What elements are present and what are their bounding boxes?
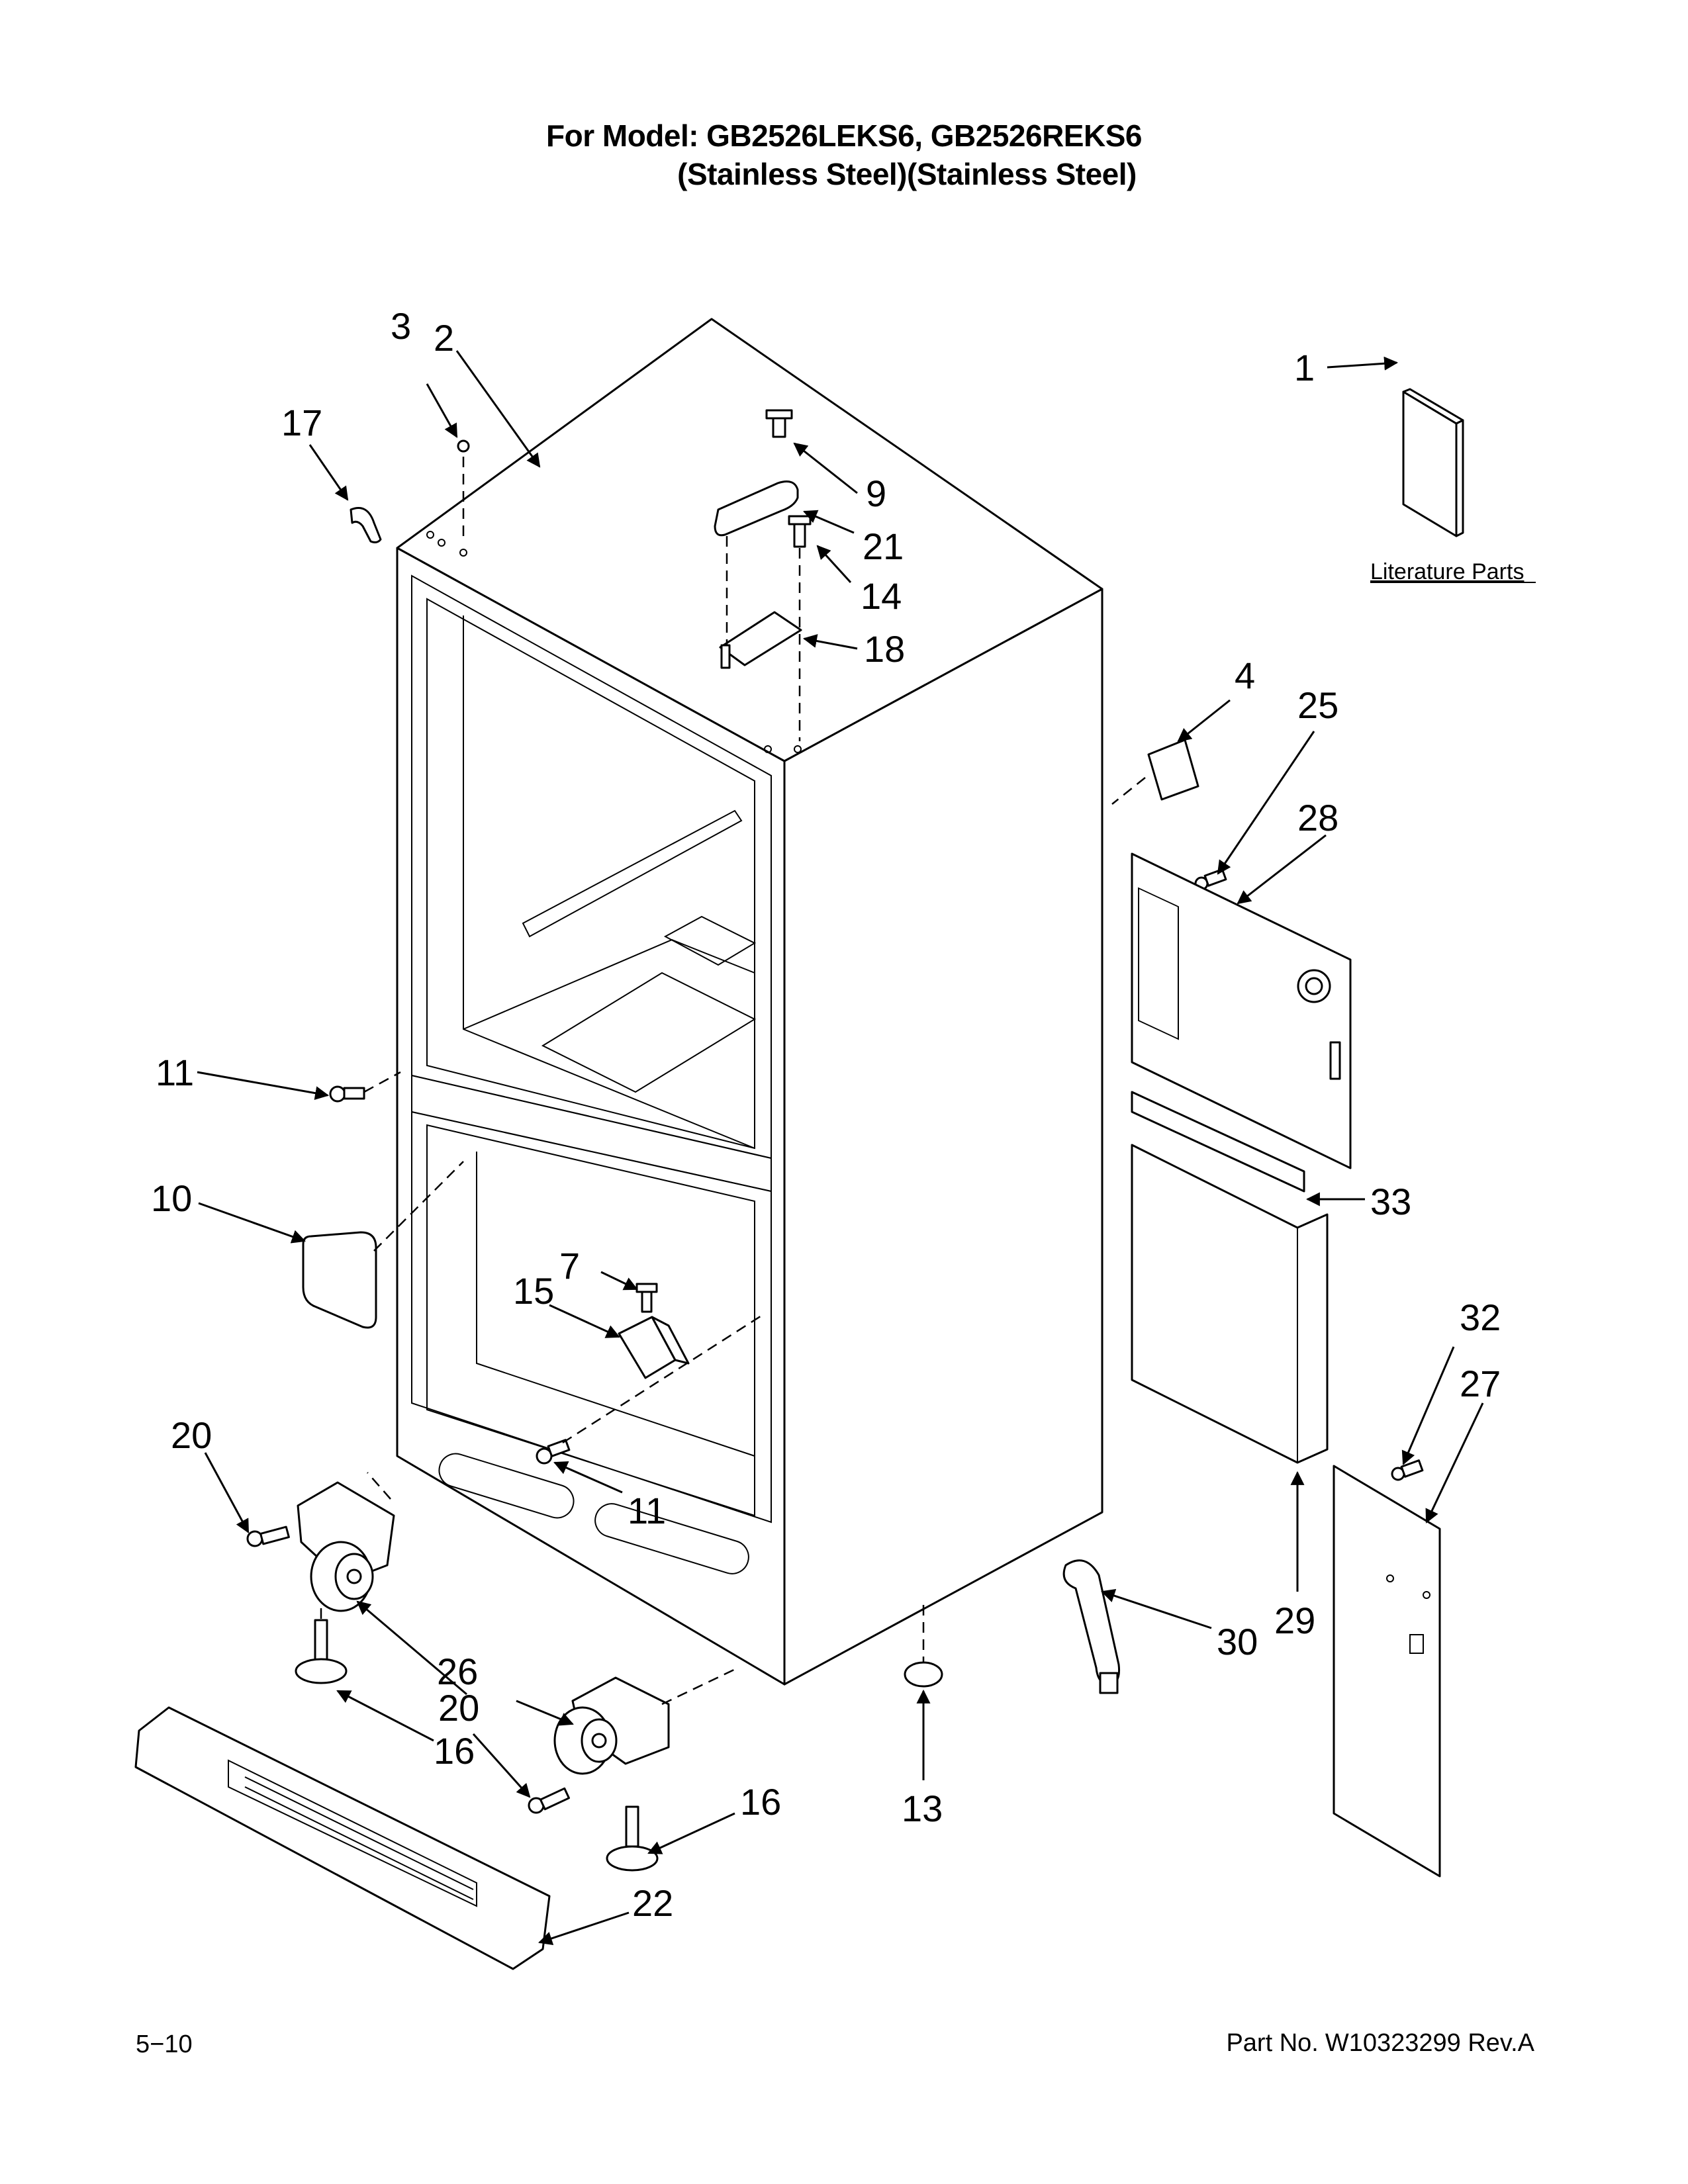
finish-line: (Stainless Steel)(Stainless Steel) <box>677 157 1137 191</box>
refrigerator-cabinet <box>396 318 1103 1686</box>
top-hinge-assembly <box>714 409 812 741</box>
callout-16-left: 16 <box>434 1730 475 1772</box>
part-number-footer: Part No.W10323299 Rev.A <box>1226 2029 1534 2058</box>
callout-1: 1 <box>1294 347 1315 388</box>
callout-26: 26 <box>437 1651 478 1692</box>
callout-27: 27 <box>1460 1363 1501 1404</box>
back-panel-part-27 <box>1333 1465 1441 1878</box>
callout-16-right: 16 <box>740 1781 781 1823</box>
callout-33: 33 <box>1370 1181 1411 1222</box>
callout-numbers: 1 2 3 4 7 9 10 11 11 13 14 15 16 16 17 1… <box>151 305 1501 1924</box>
screw-part-3 <box>457 439 470 543</box>
trim-strip-part-33 <box>1131 1091 1305 1193</box>
callout-32: 32 <box>1460 1297 1501 1338</box>
callout-11-lower: 11 <box>628 1490 666 1531</box>
screw-part-20-right <box>528 1787 571 1814</box>
callout-11-upper: 11 <box>156 1052 194 1093</box>
callout-28: 28 <box>1297 797 1338 839</box>
callout-7: 7 <box>559 1245 580 1287</box>
callout-20-left: 20 <box>171 1414 212 1456</box>
diagram-header: For Model:GB2526LEKS6, GB2526REKS6 (Stai… <box>0 118 1688 192</box>
screw-part-20-left <box>246 1525 290 1547</box>
callout-21: 21 <box>863 525 904 567</box>
access-panel-part-28 <box>1131 852 1352 1169</box>
callout-17: 17 <box>281 402 322 443</box>
screw-part-11-lower <box>536 1312 765 1465</box>
screw-part-11-upper <box>329 1071 401 1103</box>
center-hinge-part-15 <box>618 1316 690 1379</box>
toe-grille-part-22 <box>134 1706 551 1970</box>
literature-book-part <box>1402 388 1464 537</box>
callout-20-right: 20 <box>438 1687 479 1729</box>
page-number: 5−10 <box>136 2030 193 2058</box>
leveling-leg-right-16 <box>606 1805 659 1872</box>
label-part-4 <box>1111 739 1199 805</box>
part-number-label: Part No. <box>1226 2029 1319 2057</box>
callout-3: 3 <box>391 305 411 347</box>
roller-bracket-right-26 <box>553 1666 739 1775</box>
callout-15: 15 <box>513 1270 554 1312</box>
leader-lines <box>197 350 1484 1945</box>
callout-18: 18 <box>864 628 905 670</box>
screw-part-7 <box>635 1283 658 1313</box>
tube-part-17 <box>350 507 382 543</box>
plug-part-13 <box>904 1605 943 1688</box>
screw-part-32 <box>1391 1459 1424 1481</box>
callout-29: 29 <box>1274 1600 1315 1641</box>
callout-4: 4 <box>1235 655 1255 696</box>
model-line: For Model:GB2526LEKS6, GB2526REKS6 <box>0 118 1688 154</box>
callout-14: 14 <box>861 575 902 617</box>
model-numbers: GB2526LEKS6, GB2526REKS6 <box>706 118 1142 153</box>
callout-25: 25 <box>1297 684 1338 726</box>
callout-9: 9 <box>866 473 886 514</box>
insulation-part-29 <box>1131 1144 1329 1464</box>
model-label: For Model: <box>546 118 699 153</box>
cover-part-10 <box>302 1161 464 1329</box>
part-number-value: W10323299 Rev.A <box>1325 2029 1534 2057</box>
callout-30: 30 <box>1217 1621 1258 1662</box>
callout-13: 13 <box>902 1788 943 1829</box>
literature-parts-label: Literature Parts <box>1370 559 1524 584</box>
callout-22: 22 <box>632 1882 673 1924</box>
wire-tie-part-30 <box>1062 1559 1120 1694</box>
leveling-leg-left-16 <box>295 1608 348 1684</box>
roller-bracket-left-26 <box>297 1472 395 1612</box>
callout-2: 2 <box>434 317 454 359</box>
callout-10: 10 <box>151 1177 192 1219</box>
